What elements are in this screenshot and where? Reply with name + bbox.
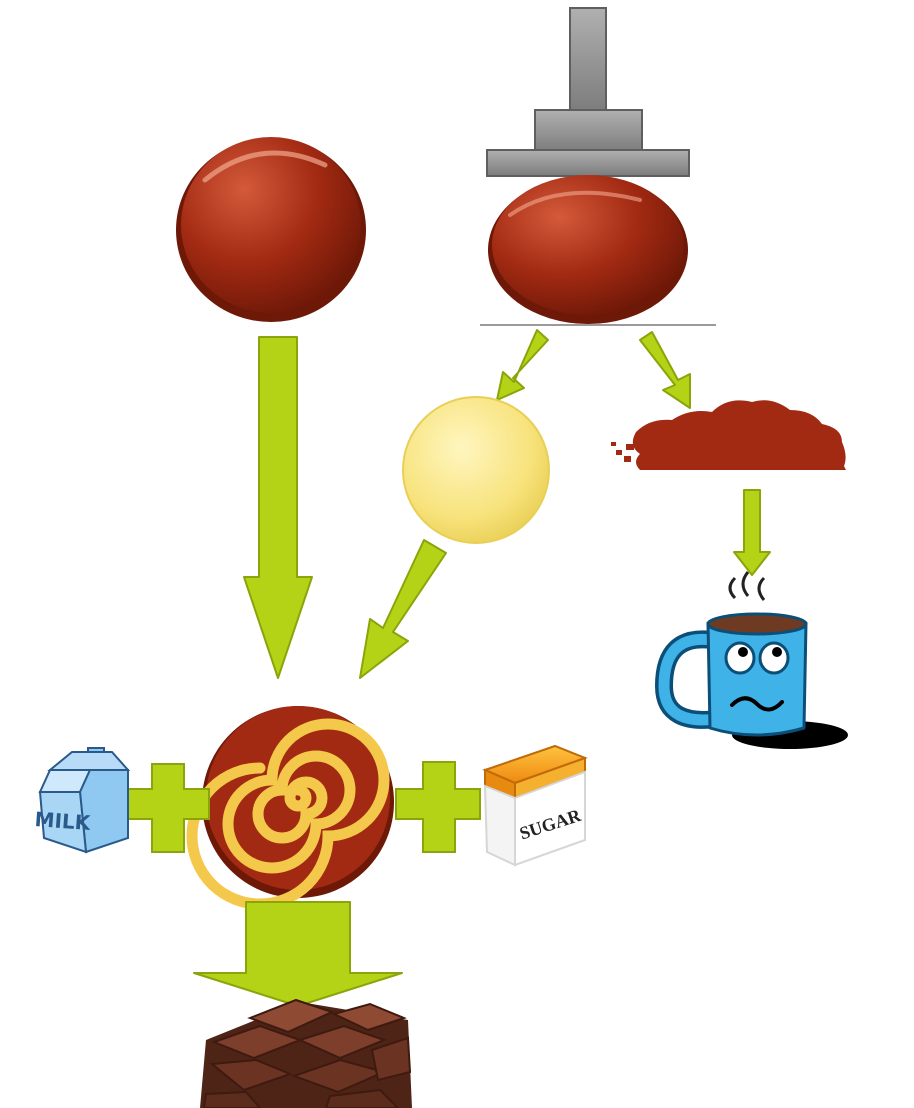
plus-icon-right	[395, 761, 481, 853]
milk-label: MILK	[34, 807, 93, 835]
milk-carton-icon: MILK	[34, 747, 131, 854]
sugar-box-icon: SUGAR	[482, 744, 588, 867]
hot-cocoa-mug-icon	[654, 571, 848, 749]
arrow-bean-to-mix	[243, 336, 313, 679]
hydraulic-press-icon	[486, 7, 690, 177]
arrow-butter-to-mix	[359, 539, 447, 679]
cocoa-powder-icon	[611, 400, 846, 470]
arrow-mix-to-chocolate	[193, 901, 403, 1007]
arrow-to-mug	[733, 489, 771, 576]
arrow-to-powder	[639, 331, 691, 409]
chocolate-bar-icon	[200, 998, 412, 1108]
chocolate-mix-icon	[186, 706, 394, 910]
cocoa-butter-icon	[402, 396, 550, 544]
pressed-cocoa-bean-icon	[488, 175, 688, 324]
arrow-to-butter	[496, 329, 549, 401]
cocoa-bean-icon	[176, 137, 366, 322]
